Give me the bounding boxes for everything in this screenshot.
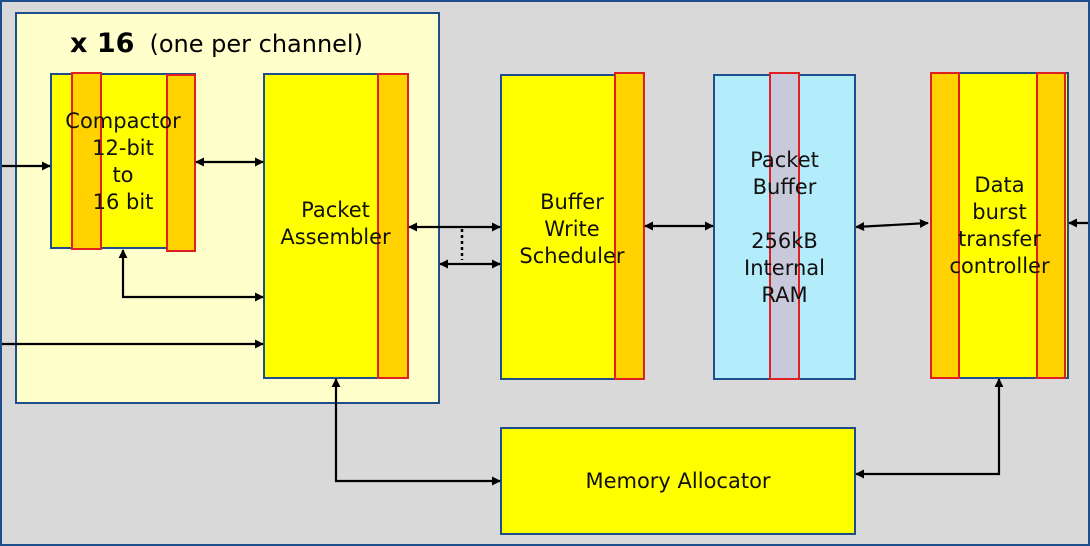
packet-buffer-label: Packet Buffer 256kB Internal RAM: [744, 147, 825, 307]
wire-compactor-feedback: [118, 249, 264, 302]
compactor-input-port: [71, 72, 102, 250]
wire-allocator-controller: [855, 378, 1004, 479]
memory-allocator-block: [500, 427, 856, 535]
group-note: (one per channel): [149, 30, 363, 58]
packet-assembler-label: Packet Assembler: [280, 198, 391, 249]
compactor-label: Compactor 12-bit to 16 bit: [65, 109, 181, 214]
memory-allocator-label: Memory Allocator: [585, 468, 771, 493]
wire-buffer-controller: [855, 218, 929, 232]
group-title: x 16 (one per channel): [70, 28, 363, 59]
buffer-write-scheduler-label: Buffer Write Scheduler: [519, 189, 625, 268]
group-multiplier: x 16: [70, 28, 135, 59]
buffer-write-scheduler-output-port: [614, 72, 645, 380]
data-burst-controller-output-port: [1036, 72, 1066, 379]
data-burst-controller-label: Data burst transfer controller: [949, 173, 1050, 278]
data-burst-controller-input-port: [930, 72, 960, 379]
packet-assembler-output-port: [377, 73, 409, 379]
wire-assembler-allocator: [331, 378, 501, 486]
packet-buffer-port: [769, 72, 800, 380]
